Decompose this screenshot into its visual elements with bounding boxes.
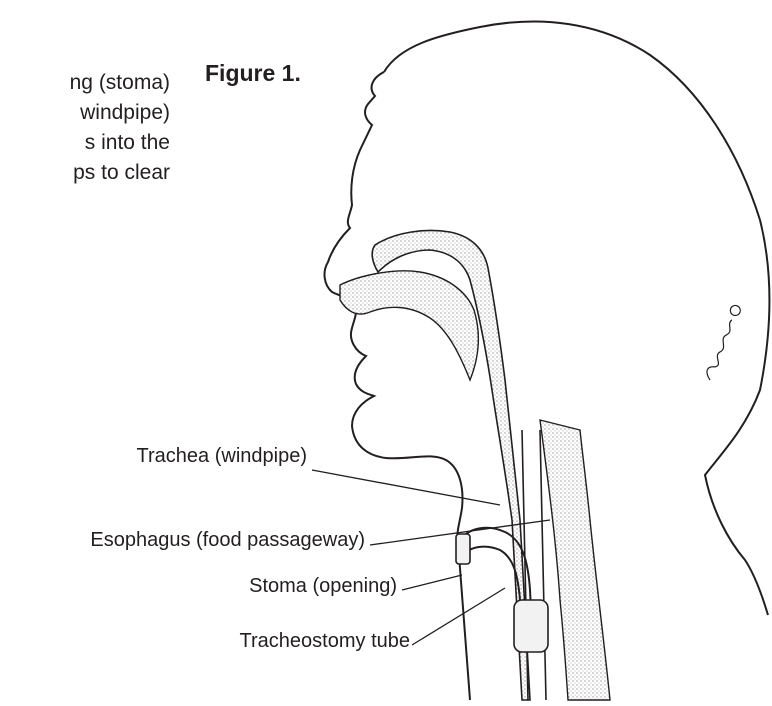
trachea-leader: [312, 470, 500, 505]
tube-leader: [412, 588, 505, 645]
esophagus-region: [540, 420, 610, 700]
tube-cuff: [514, 600, 548, 652]
label-esophagus: Esophagus (food passageway): [90, 529, 365, 552]
stoma-flange: [456, 534, 470, 564]
artist-signature: [704, 304, 741, 382]
label-trachea: Trachea (windpipe): [137, 445, 307, 468]
stoma-leader: [402, 575, 462, 590]
label-tracheostomy-tube: Tracheostomy tube: [240, 630, 410, 653]
label-stoma: Stoma (opening): [249, 575, 397, 598]
head-outline: [325, 22, 770, 700]
